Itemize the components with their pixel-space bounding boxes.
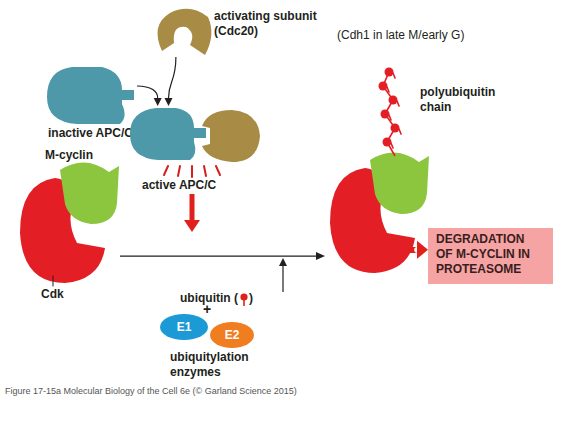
inactive-apc-text: inactive APC/C [48,126,133,141]
ubiquitin-tail [389,115,391,120]
arrow-head [154,98,162,106]
connector [165,57,176,106]
active-apc: active APC/C [128,106,263,196]
enzyme-ellipse [160,314,208,340]
apc-shape [130,108,206,160]
ubiquitin-bead [383,138,392,147]
activity-tick [191,166,193,177]
cyclin-cdk-complex-text: Cdk [41,287,64,302]
cyclin-shape [370,152,429,214]
active-apc-text: active APC/C [142,178,216,193]
activation-arrow-head [184,220,200,232]
connector [137,86,162,106]
activity-tick [216,166,220,175]
figure-caption: Figure 17-15a Molecular Biology of the C… [5,386,297,397]
e2-enzyme-text: E2 [210,322,254,348]
ubiquitin-arrow-head [279,258,287,266]
ubiquitin-bead [379,82,388,91]
subunit-shape [202,110,260,162]
ubiquitin-bead [381,110,390,119]
activity-tick [204,166,206,176]
ubiquitin-bead [389,96,398,105]
leader-line [53,276,54,286]
ubiquitin-symbol [239,292,249,308]
connector-line [120,255,316,256]
degradation-box-text: DEGRADATION OF M-CYCLIN IN PROTEASOME [436,232,540,277]
cyclin-cdk-complex-text: M-cyclin [45,148,93,163]
connector [120,252,325,260]
ubiquitin-tail [397,101,399,106]
arrow-head [417,241,428,259]
arrow-head [165,98,173,106]
ubiquitin-bead [391,124,400,133]
cyclin-shape [60,162,119,224]
ubiquitin-stem [243,300,245,306]
cyclin-cdk-complex: M-cyclinCdk [15,148,120,303]
note-text: (Cdh1 in late M/early G) [337,28,464,43]
enzyme-ellipse [210,322,254,348]
subunit-shape [158,9,212,55]
ubiquitin-tail [387,87,389,92]
activity-tick [178,166,180,176]
e1-enzyme: E1 [160,314,208,340]
degradation-box: DEGRADATION OF M-CYCLIN IN PROTEASOME [428,228,553,284]
e1-enzyme-text: E1 [160,314,208,340]
cyclin-cdk-complex-outline [15,148,120,303]
e2-enzyme: E2 [210,322,254,348]
activating-subunit: activating subunit (Cdc20) [150,5,335,57]
ubiquitin-tail [399,129,401,134]
ubiquitylated-complex: polyubiquitin chain [325,60,407,275]
plus-sign: + [203,302,211,317]
activity-tick [164,166,168,175]
connector [407,241,428,259]
ubiquitin-head [240,293,247,300]
arrow-head [316,252,325,260]
activation-arrow-shaft [190,194,195,222]
ubiquitin-arrow-shaft [282,265,283,292]
ubiquitin-label: ) [249,291,253,306]
ubiquitin-bead [385,68,394,77]
connector-line [137,86,158,98]
connector-line [407,247,417,253]
enzymes-label: ubiquitylation enzymes [170,350,270,380]
apc-shape [47,67,134,124]
ubiquitin-tail [393,73,395,78]
ubiquitylated-complex-outline [325,60,407,275]
connector-line [169,57,176,98]
ubiquitylated-complex-text: polyubiquitin chain [420,85,515,115]
activating-subunit-text: activating subunit (Cdc20) [214,9,326,39]
inactive-apc: inactive APC/C [42,62,137,142]
ubiquitin-tail [391,143,393,148]
